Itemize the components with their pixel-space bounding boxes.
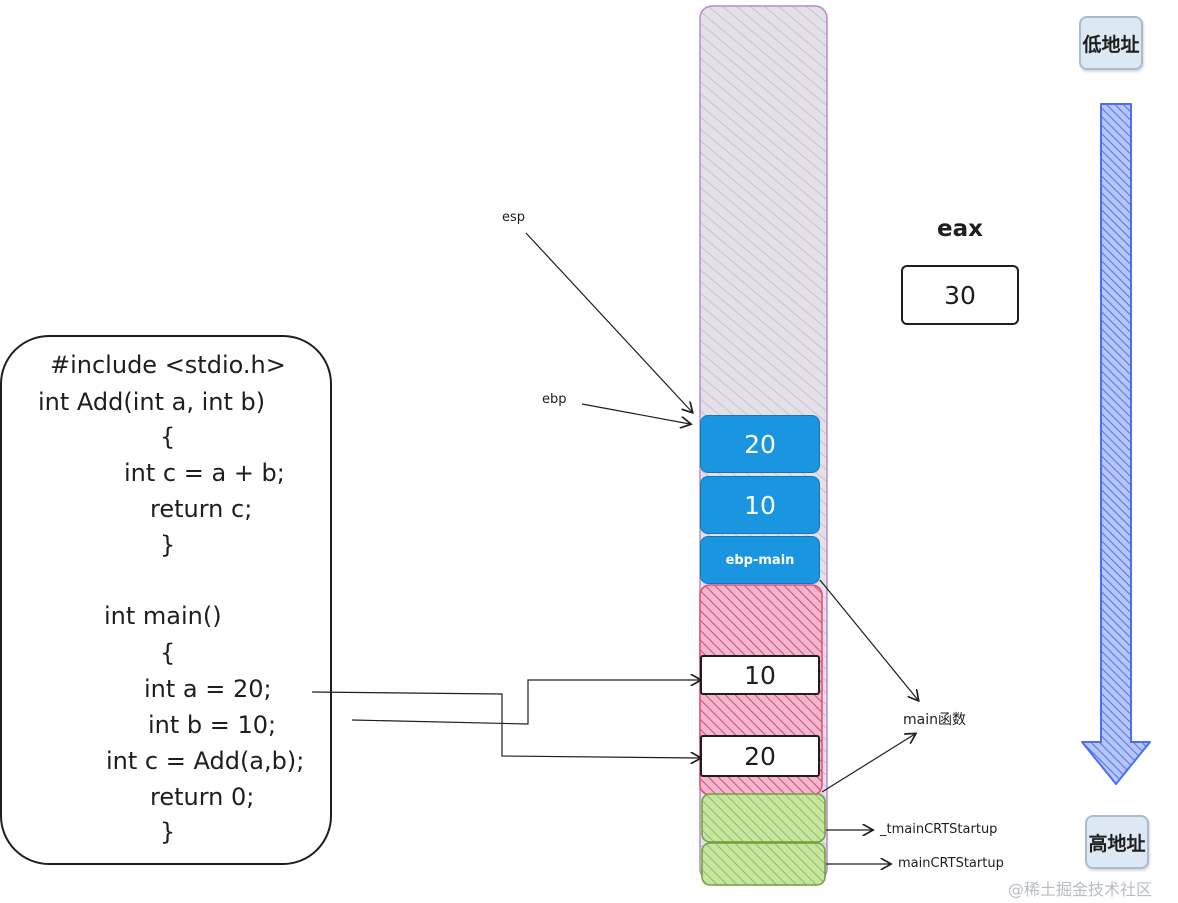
code-panel (0, 335, 332, 865)
esp-label: esp (502, 210, 526, 225)
code-line: { (160, 423, 176, 451)
main-crt-label: mainCRTStartup (898, 856, 1004, 871)
main-crt-frame (701, 842, 826, 886)
ebp-label: ebp (542, 392, 567, 407)
stack-cell-main-b: 10 (700, 655, 820, 695)
code-line: int b = 10; (148, 711, 277, 739)
code-line: int c = Add(a,b); (106, 747, 305, 775)
watermark: @稀土掘金技术社区 (1008, 880, 1153, 899)
code-line: return c; (150, 495, 253, 523)
stack-cell-param-a: 20 (700, 415, 820, 473)
stack-cell-main-a: 20 (700, 735, 820, 777)
code-line: } (160, 531, 176, 559)
high-address-badge: 高地址 (1085, 815, 1149, 869)
register-value-box: 30 (901, 265, 1019, 325)
register-value: 30 (944, 280, 976, 310)
ebp-arrow (581, 403, 690, 424)
code-line: int c = a + b; (124, 459, 285, 487)
code-line: int main() (104, 602, 222, 630)
code-line: { (160, 639, 176, 667)
stack-cell-ebp-main: ebp-main (700, 536, 820, 584)
main-func-arrow-top (819, 579, 918, 700)
var-a-connector (311, 691, 700, 758)
register-name: eax (937, 216, 983, 242)
stack-cell-param-b: 10 (700, 476, 820, 534)
tmain-crt-frame (701, 793, 826, 843)
esp-arrow (525, 232, 692, 412)
code-line: } (160, 818, 176, 846)
var-b-connector (351, 680, 700, 725)
code-line: int Add(int a, int b) (38, 388, 266, 416)
low-address-badge: 低地址 (1079, 16, 1143, 70)
address-direction-arrow (1081, 103, 1151, 785)
tmain-crt-label: _tmainCRTStartup (880, 822, 998, 837)
main-func-label: main函数 (903, 712, 966, 728)
code-line: return 0; (150, 783, 255, 811)
main-func-arrow-bottom (821, 734, 915, 793)
code-line: #include <stdio.h> (50, 351, 286, 379)
code-line: int a = 20; (144, 675, 272, 703)
